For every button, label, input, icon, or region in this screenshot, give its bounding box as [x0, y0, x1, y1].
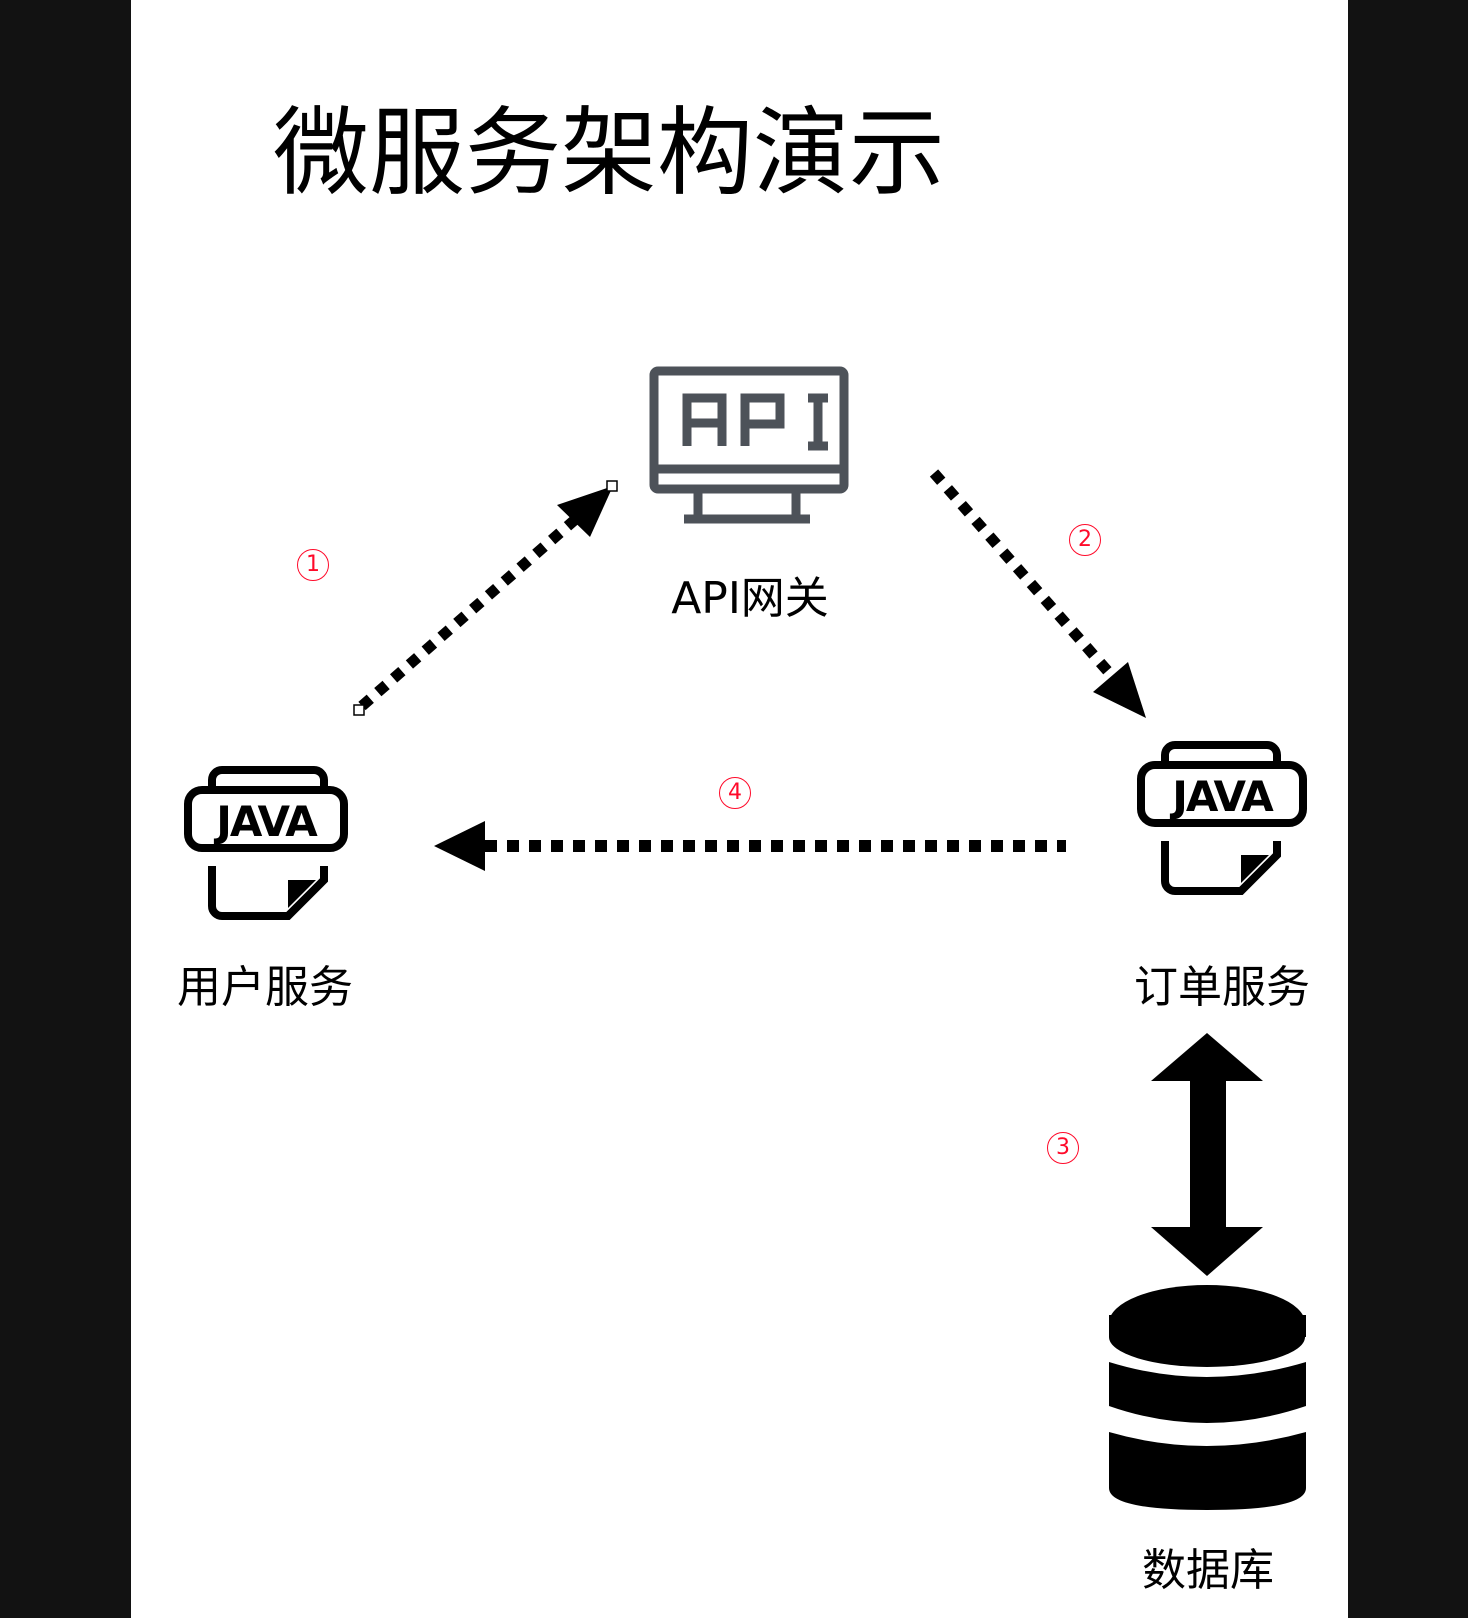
- file-top-tab: [208, 766, 328, 788]
- node-label-user-service: 用户服务: [177, 962, 353, 1013]
- edge-order-to-user[interactable]: [434, 821, 1066, 871]
- node-label-order-service: 订单服务: [1134, 962, 1310, 1013]
- monitor-screen: [649, 366, 849, 494]
- arrowhead: [434, 821, 485, 871]
- step-marker-3: 3: [1047, 1132, 1079, 1164]
- step-marker-4: 4: [719, 777, 751, 809]
- step-marker-1: 1: [297, 549, 329, 581]
- java-icon-text: JAVA: [1169, 772, 1274, 821]
- file-body: [208, 866, 328, 920]
- step-marker-2: 2: [1069, 524, 1101, 556]
- api-letter-a: [682, 393, 727, 446]
- diagram-title: 微服务架构演示: [273, 97, 945, 209]
- api-monitor-icon[interactable]: [649, 366, 849, 524]
- java-label-box: [1137, 761, 1307, 827]
- db-top-disc-bottom: [1109, 1307, 1305, 1367]
- file-top-tab: [1161, 741, 1281, 763]
- java-file-icon[interactable]: JAVA: [1137, 741, 1307, 895]
- edge-line-dotted: [929, 469, 1117, 680]
- db-bottom-segment: [1109, 1432, 1306, 1510]
- node-label-api-gateway: API网关: [671, 573, 829, 624]
- java-icon-text: JAVA: [213, 797, 318, 846]
- edge-gateway-to-order[interactable]: [929, 469, 1146, 718]
- file-fold-corner: [288, 880, 316, 908]
- arrowhead-down: [1151, 1227, 1263, 1276]
- connector-handle: [606, 480, 618, 492]
- file-fold-corner: [1241, 855, 1269, 883]
- file-body: [1161, 841, 1281, 895]
- edge-user-to-gateway[interactable]: [353, 480, 618, 716]
- api-letter-p: [740, 393, 785, 446]
- api-letter-i: [808, 393, 828, 451]
- database-icon[interactable]: [1109, 1285, 1306, 1510]
- arrowhead: [1093, 662, 1146, 718]
- arrowhead: [557, 486, 613, 537]
- edge-line-solid: [1190, 1080, 1226, 1228]
- edge-line-dotted: [358, 512, 582, 711]
- java-file-icon[interactable]: JAVA: [184, 766, 348, 920]
- edge-order-database[interactable]: [1151, 1033, 1263, 1276]
- node-label-database: 数据库: [1142, 1545, 1274, 1596]
- db-middle-segment: [1109, 1362, 1306, 1423]
- java-label-box: [184, 786, 348, 852]
- connector-handle: [353, 704, 365, 716]
- arrowhead-up: [1151, 1033, 1263, 1081]
